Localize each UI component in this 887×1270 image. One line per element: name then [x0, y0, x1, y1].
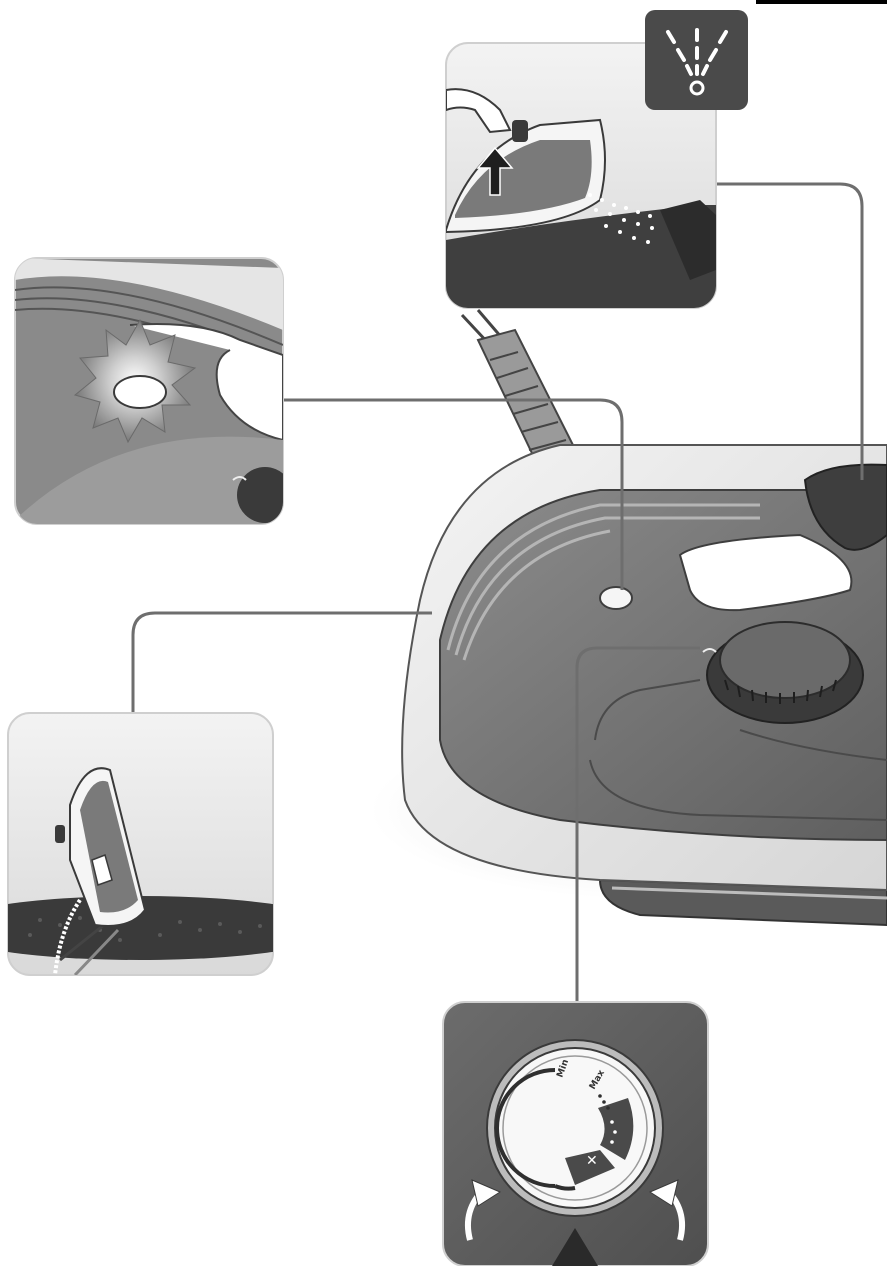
panel-heel-rest [0, 713, 340, 975]
iron-main-body [370, 310, 887, 925]
panel-thermostat-dial: ✕ Min Max [443, 1002, 708, 1266]
indicator-light [600, 587, 632, 609]
panel-indicator-light [15, 258, 293, 524]
no-steam-icon: ✕ [586, 1153, 598, 1169]
connector-spray [716, 184, 862, 480]
connector-heel-rest [133, 613, 432, 713]
top-edge-bar [756, 0, 887, 4]
spray-icon [645, 10, 748, 110]
ironing-board [0, 896, 340, 960]
